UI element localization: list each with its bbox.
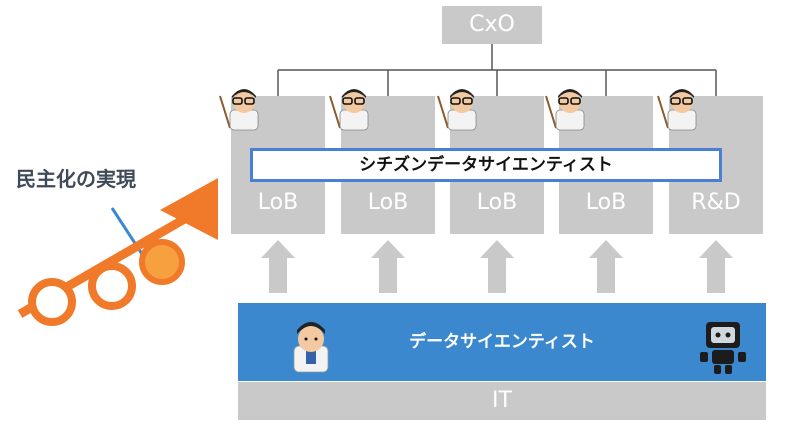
it-band: IT <box>238 382 766 420</box>
up-arrow-icon <box>371 240 405 293</box>
democratization-label: 民主化の実現 <box>16 167 136 191</box>
data-scientist-label: データサイエンティスト <box>409 332 595 352</box>
citizen-data-scientist-bar: シチズンデータサイエンティスト <box>250 148 722 182</box>
up-arrow-icon <box>699 240 733 293</box>
up-arrow-icon <box>589 240 623 293</box>
up-arrow-icon <box>261 240 295 293</box>
cxo-node: CxO <box>442 6 542 44</box>
up-arrow-icon <box>480 240 514 293</box>
column-label: LoB <box>585 190 627 215</box>
column-label: LoB <box>257 190 299 215</box>
scientist-icon <box>293 322 329 373</box>
column-label: LoB <box>476 190 518 215</box>
milestone-circle-current <box>139 239 185 285</box>
robot-icon <box>700 322 746 374</box>
column-label: LoB <box>367 190 409 215</box>
column-label: R&D <box>691 190 741 215</box>
arrowhead-icon <box>160 178 218 240</box>
milestone-circle <box>28 278 76 326</box>
milestone-circle <box>88 262 136 310</box>
